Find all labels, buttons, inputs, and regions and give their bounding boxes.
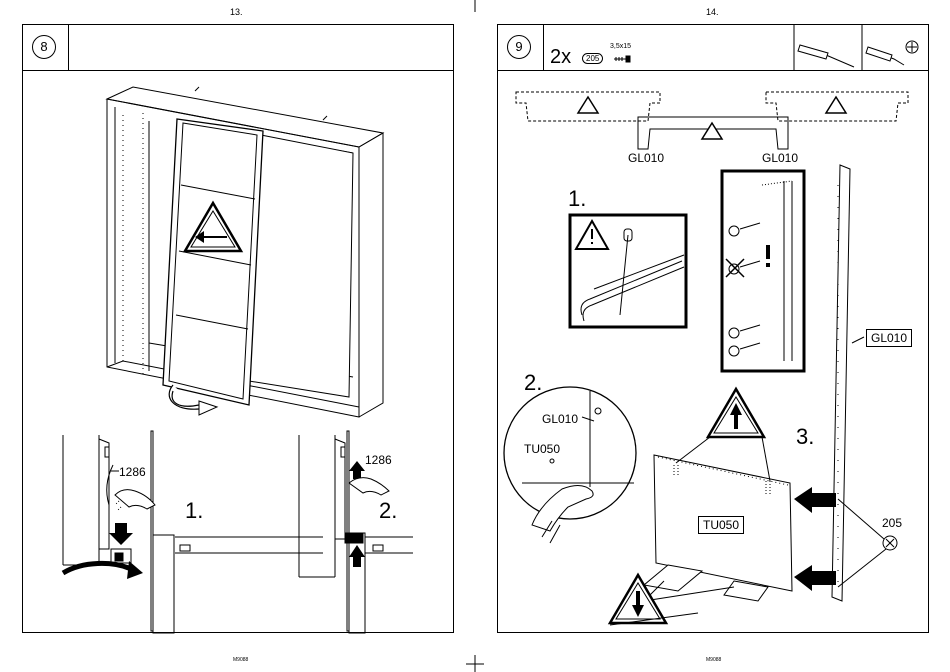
label-gl010-rail: GL010 bbox=[866, 329, 912, 347]
screwdriver-icon bbox=[798, 45, 854, 67]
footer-left: M9088 bbox=[233, 657, 248, 663]
label-gl010-detail: GL010 bbox=[542, 412, 578, 426]
label-gl010-left: GL010 bbox=[628, 151, 664, 165]
sub-step-2: 2. bbox=[379, 499, 397, 523]
hand-icon bbox=[115, 490, 155, 511]
label-screw-205: 205 bbox=[882, 516, 902, 530]
sub-step-1: 1. bbox=[185, 499, 203, 523]
screw-icon bbox=[883, 536, 897, 550]
label-tu050-detail: TU050 bbox=[524, 442, 560, 456]
right-page: 9 2x 205 3,5x15 bbox=[497, 24, 929, 633]
dimension-label-1: 1286 bbox=[119, 465, 146, 479]
screw-icon bbox=[614, 56, 630, 62]
sub-step-1: 1. bbox=[568, 187, 586, 211]
phillips-screwdriver-icon bbox=[866, 41, 918, 65]
wardrobe-drawing bbox=[23, 25, 455, 634]
sub-step-3: 3. bbox=[796, 425, 814, 449]
footer-right: M9088 bbox=[706, 657, 721, 663]
arrow-icon bbox=[794, 487, 836, 591]
hand-icon bbox=[349, 478, 389, 495]
label-tu050-panel: TU050 bbox=[698, 516, 744, 534]
dimension-label-2: 1286 bbox=[365, 453, 392, 467]
sub-step-2: 2. bbox=[524, 371, 542, 395]
warning-triangle-icon bbox=[578, 97, 846, 139]
label-gl010-right: GL010 bbox=[762, 151, 798, 165]
arrow-icon bbox=[349, 461, 365, 567]
left-page: 8 bbox=[22, 24, 454, 633]
